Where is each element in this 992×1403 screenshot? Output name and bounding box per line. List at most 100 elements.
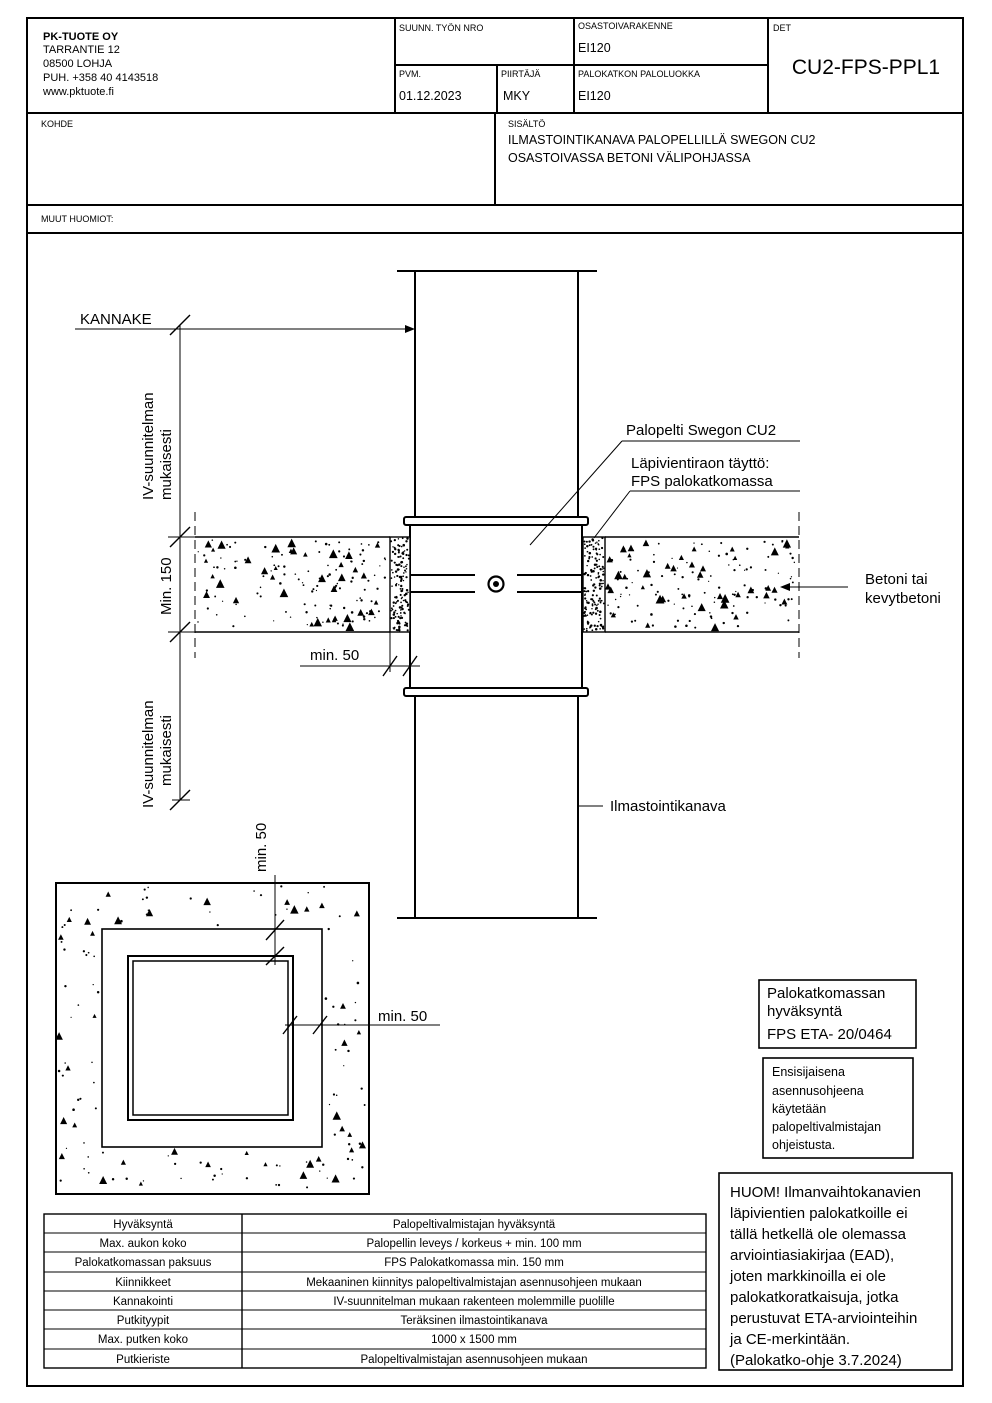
- date-value: 01.12.2023: [399, 89, 462, 103]
- table-value: 1000 x 1500 mm: [431, 1334, 517, 1346]
- fire-sealant-fill: [389, 536, 606, 633]
- plan-min-50-vertical-label: min. 50: [253, 823, 270, 872]
- duct-leader: Ilmastointikanava: [578, 798, 727, 815]
- huom-line-5: joten markkinoilla ei ole: [729, 1268, 886, 1285]
- table-value: IV-suunnitelman mukaan rakenteen molemmi…: [333, 1296, 614, 1308]
- table-key: Hyväksyntä: [113, 1219, 173, 1231]
- huom-line-7: perustuvat ETA-arviointeihin: [730, 1310, 917, 1327]
- kannake-label: KANNAKE: [80, 311, 152, 328]
- table-row: Max. putken koko 1000 x 1500 mm: [98, 1334, 517, 1346]
- company-postal: 08500 LOHJA: [43, 58, 113, 70]
- table-key: Palokatkomassan paksuus: [75, 1257, 212, 1269]
- company-name: PK-TUOTE OY: [43, 31, 119, 43]
- approval-line-2: hyväksyntä: [767, 1003, 843, 1020]
- priority-line-3: käytetään: [772, 1102, 826, 1116]
- plan-opening: [101, 928, 323, 1148]
- sheet-border: [26, 17, 964, 1387]
- plan-min-50-horizontal-label: min. 50: [378, 1008, 427, 1025]
- huom-line-2: läpivientien palokatkoille ei: [730, 1205, 908, 1222]
- damper-flange-bottom: [403, 687, 589, 697]
- damper-body: [409, 525, 583, 688]
- date-label: PVM.: [399, 69, 421, 79]
- duct-lower: [397, 696, 597, 919]
- priority-line-4: palopeltivalmistajan: [772, 1120, 881, 1134]
- company-phone: PUH. +358 40 4143518: [43, 72, 158, 84]
- huom-line-6: palokatkoratkaisuja, jotka: [730, 1289, 899, 1306]
- table-row: Putkieriste Palopeltivalmistajan asennus…: [116, 1354, 587, 1366]
- table-key: Putkityypit: [117, 1315, 170, 1327]
- compartment-label: OSASTOIVARAKENNE: [578, 21, 673, 31]
- fire-class-value: EI120: [578, 89, 611, 103]
- notes-label: MUUT HUOMIOT:: [41, 214, 113, 224]
- priority-note: Ensisijaisena asennusohjeena käytetään p…: [762, 1057, 914, 1159]
- iv-plan-lower-line2: mukaisesti: [158, 715, 175, 786]
- plan-duct-inner: [132, 960, 289, 1116]
- title-block: PK-TUOTE OY TARRANTIE 12 08500 LOHJA PUH…: [27, 18, 963, 234]
- sealant-dots-left: [390, 537, 410, 632]
- det-value: CU2-FPS-PPL1: [792, 56, 940, 79]
- company-street: TARRANTIE 12: [43, 44, 120, 56]
- huom-line-9: (Palokatko-ohje 3.7.2024): [730, 1352, 902, 1369]
- iv-plan-upper-line2: mukaisesti: [158, 429, 175, 500]
- table-key: Kiinnikkeet: [115, 1277, 171, 1289]
- concrete-speckle-right: [604, 539, 796, 632]
- iv-plan-upper-line1: IV-suunnitelman: [140, 392, 157, 500]
- plan-dimension-vertical: min. 50: [253, 823, 285, 966]
- dimension-chain: [168, 314, 196, 811]
- table-row: Kannakointi IV-suunnitelman mukaan raken…: [113, 1296, 615, 1308]
- table-key: Kannakointi: [113, 1296, 173, 1308]
- table-row: Max. aukon koko Palopellin leveys / kork…: [100, 1238, 582, 1250]
- min-50-section-dimension: min. 50: [300, 632, 420, 677]
- table-row: Kiinnikkeet Mekaaninen kiinnitys palopel…: [115, 1277, 642, 1289]
- duct-label: Ilmastointikanava: [610, 798, 727, 815]
- approval-note: Palokatkomassan hyväksyntä FPS ETA- 20/0…: [758, 979, 917, 1049]
- content-line-2: OSASTOIVASSA BETONI VÄLIPOHJASSA: [508, 151, 751, 165]
- huom-line-8: ja CE-merkintään.: [729, 1331, 850, 1348]
- huom-line-1: HUOM! Ilmanvaihtokanavien: [730, 1184, 921, 1201]
- min-150-label: Min. 150: [158, 557, 175, 615]
- section-view: KANNAKE IV-suunnitelman mukaisesti Min. …: [75, 270, 941, 919]
- content-label: SISÄLTÖ: [508, 119, 545, 129]
- priority-line-1: Ensisijaisena: [772, 1065, 845, 1079]
- damper-axis-icon: [487, 575, 505, 593]
- work-number-label: SUUNN. TYÖN NRO: [399, 23, 483, 33]
- damper-label: Palopelti Swegon CU2: [626, 422, 776, 439]
- table-value: Teräksinen ilmastointikanava: [400, 1315, 548, 1327]
- concrete-label-line1: Betoni tai: [865, 571, 928, 588]
- det-label: DET: [773, 23, 792, 33]
- priority-line-5: ohjeistusta.: [772, 1138, 835, 1152]
- fire-class-label: PALOKATKON PALOLUOKKA: [578, 69, 700, 79]
- fill-leader: Läpivientiraon täyttö: FPS palokatkomass…: [593, 455, 800, 539]
- table-value: Palopeltivalmistajan asennusohjeen mukaa…: [361, 1354, 588, 1366]
- damper-leader: Palopelti Swegon CU2: [529, 422, 800, 546]
- fill-label-line1: Läpivientiraon täyttö:: [631, 455, 769, 472]
- concrete-speckle-left: [197, 538, 387, 632]
- compartment-value: EI120: [578, 41, 611, 55]
- huom-note: HUOM! Ilmanvaihtokanavien läpivientien p…: [718, 1172, 953, 1371]
- table-value: Palopeltivalmistajan hyväksyntä: [393, 1219, 556, 1231]
- company-web: www.pktuote.fi: [42, 86, 114, 98]
- concrete-slab: [194, 512, 800, 658]
- damper-flange-top: [403, 516, 589, 526]
- approval-line-3: FPS ETA- 20/0464: [767, 1026, 892, 1043]
- table-row: Putkityypit Teräksinen ilmastointikanava: [117, 1315, 548, 1327]
- content-line-1: ILMASTOINTIKANAVA PALOPELLILLÄ SWEGON CU…: [508, 133, 816, 147]
- sealant-dots-right: [583, 536, 605, 632]
- table-row: Palokatkomassan paksuus FPS Palokatkomas…: [75, 1257, 564, 1269]
- table-key: Max. aukon koko: [100, 1238, 187, 1250]
- min-50-section-label: min. 50: [310, 647, 359, 664]
- table-value: Palopellin leveys / korkeus + min. 100 m…: [366, 1238, 581, 1250]
- concrete-label-line2: kevytbetoni: [865, 590, 941, 607]
- plan-dimension-horizontal: min. 50: [282, 1008, 440, 1035]
- drawer-value: MKY: [503, 89, 531, 103]
- drawer-label: PIIRTÄJÄ: [501, 69, 540, 79]
- table-value: Mekaaninen kiinnitys palopeltivalmistaja…: [306, 1277, 642, 1289]
- table-key: Putkieriste: [116, 1354, 170, 1366]
- approval-line-1: Palokatkomassan: [767, 985, 885, 1002]
- concrete-speckle-plan: [55, 885, 367, 1189]
- kannake-leader: KANNAKE: [75, 311, 415, 333]
- kohde-label: KOHDE: [41, 119, 73, 129]
- concrete-leader: Betoni tai kevytbetoni: [780, 571, 941, 607]
- plan-view: min. 50 min. 50: [55, 823, 440, 1195]
